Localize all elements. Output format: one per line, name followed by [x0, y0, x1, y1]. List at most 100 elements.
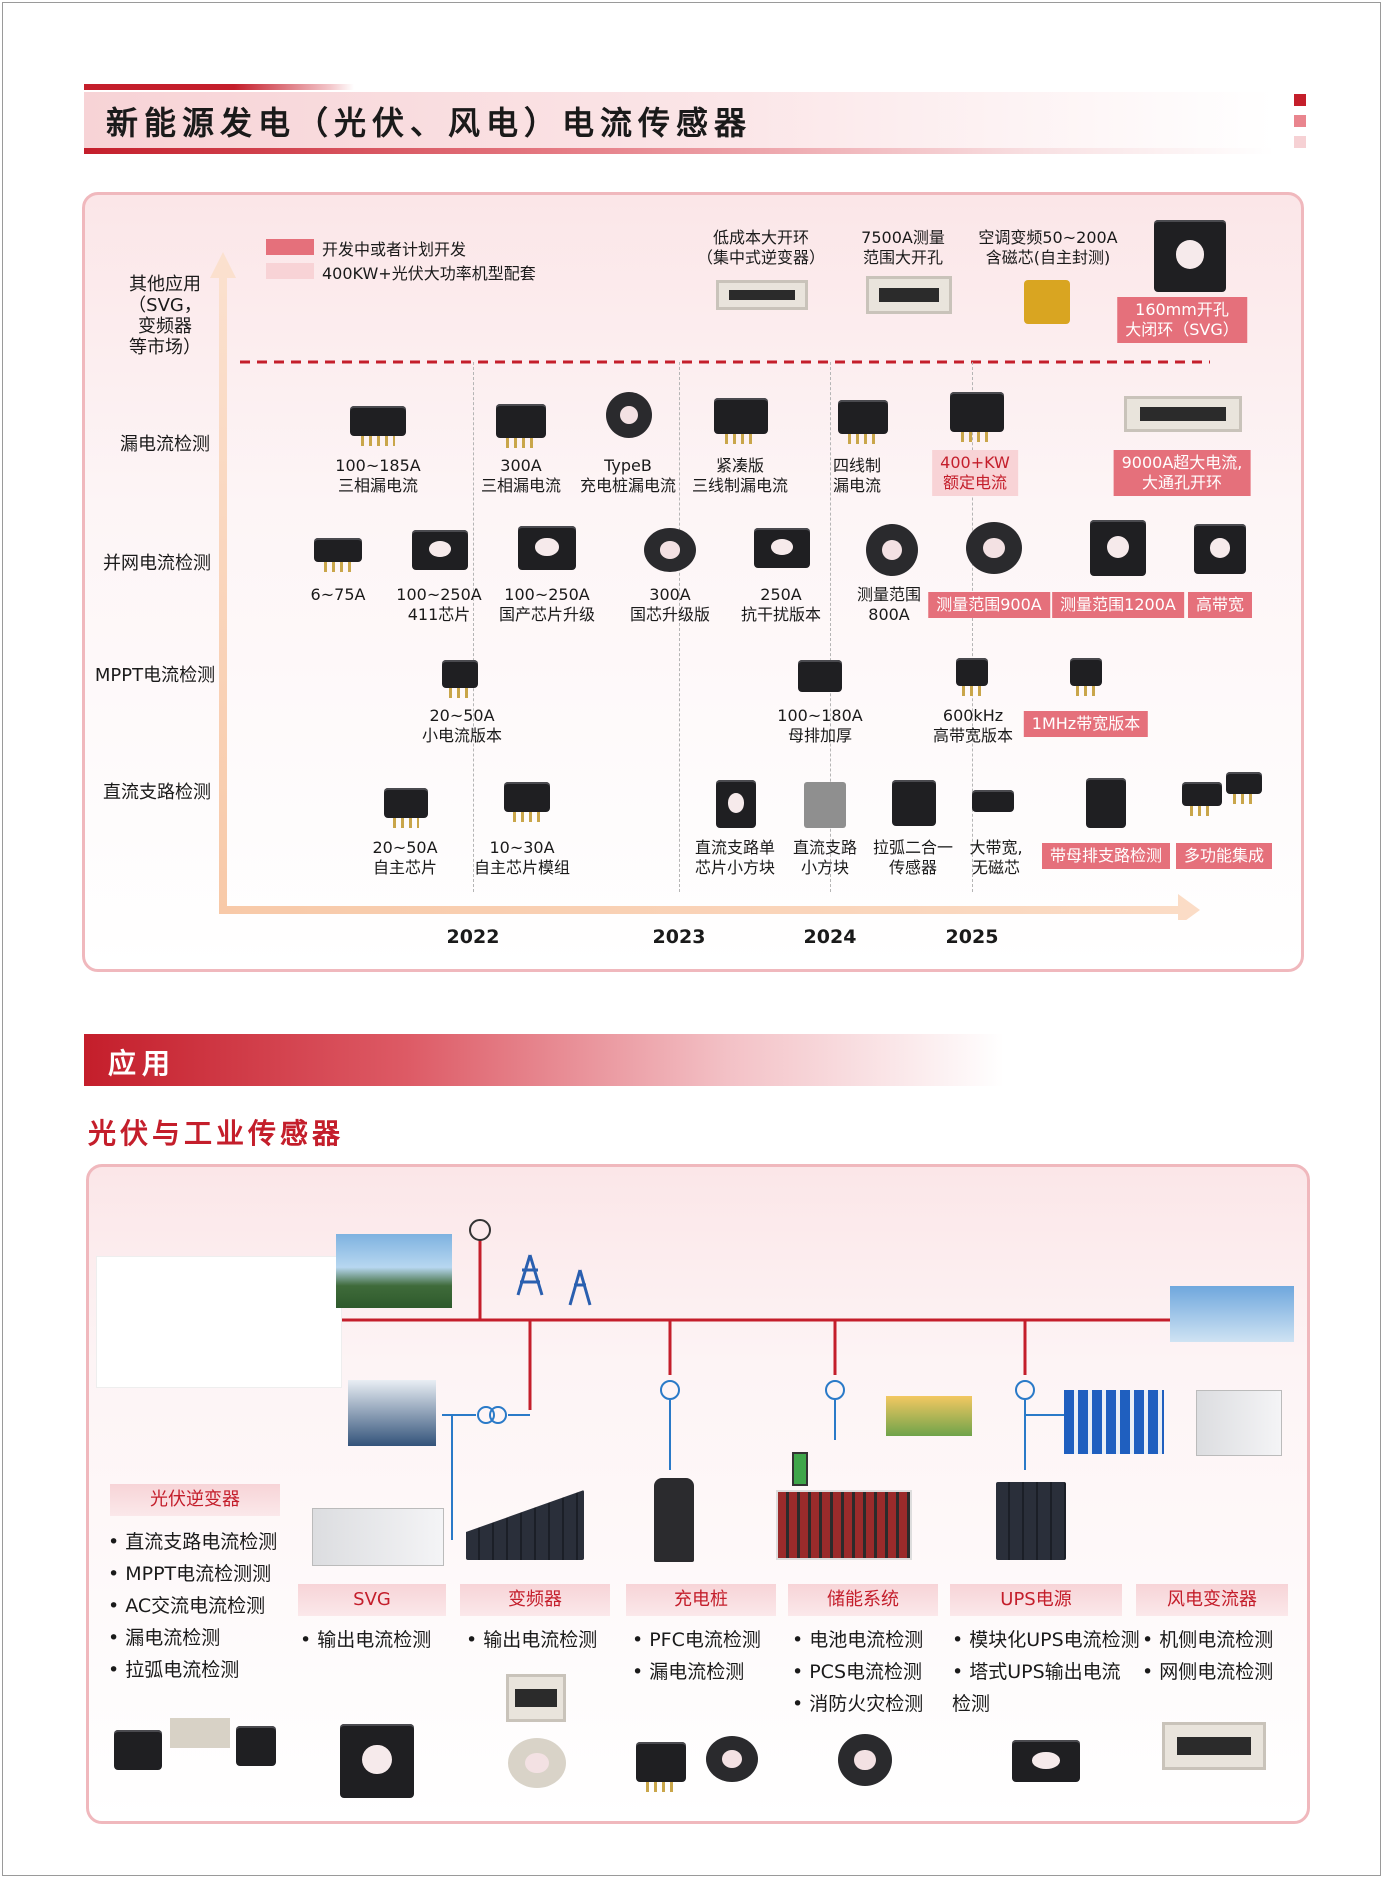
product-image — [950, 392, 1004, 442]
item-label: 直流支路小方块 — [792, 838, 858, 877]
product-image — [114, 1730, 162, 1770]
feeder-line — [442, 1400, 1065, 1540]
list-item: 直流支路电流检测 — [108, 1526, 277, 1558]
inverter-drive-list: 输出电流检测 — [466, 1624, 597, 1656]
svg-list: 输出电流检测 — [300, 1624, 431, 1656]
list-item: 塔式UPS输出电流 — [952, 1656, 1140, 1688]
product-image — [966, 522, 1022, 574]
product-image — [866, 524, 918, 576]
dev-tag: 9000A超大电流,大通孔开环 — [1113, 450, 1251, 496]
product-image — [1226, 772, 1262, 804]
product-image — [518, 526, 576, 570]
transformer-icon — [477, 1406, 495, 1424]
list-item: 输出电流检测 — [466, 1624, 597, 1656]
transformer-icon — [825, 1380, 845, 1400]
transmission-tower-icon — [568, 1269, 592, 1306]
product-image — [340, 1724, 414, 1798]
product-image — [956, 658, 988, 696]
product-image — [644, 528, 696, 572]
transformer-icon — [489, 1406, 507, 1424]
product-image — [1012, 1740, 1080, 1782]
year-divider — [679, 362, 680, 892]
factory-image — [348, 1380, 436, 1446]
list-item: AC交流电流检测 — [108, 1590, 277, 1622]
wind-converter-list: 机侧电流检测 网侧电流检测 — [1142, 1624, 1273, 1688]
roadmap-axes — [210, 252, 1210, 920]
dev-tag: 1MHz带宽版本 — [1023, 711, 1149, 737]
list-item: 消防火灾检测 — [792, 1688, 923, 1720]
product-image — [1124, 396, 1242, 432]
power-diagram — [330, 1219, 1170, 1540]
subsection-title: 光伏与工业传感器 — [88, 1117, 345, 1150]
product-image — [804, 782, 846, 828]
list-item: 拉弧电流检测 — [108, 1654, 277, 1686]
product-image — [1070, 658, 1102, 696]
energy-storage-image — [776, 1490, 912, 1560]
building-image — [886, 1396, 972, 1436]
list-item: PFC电流检测 — [632, 1624, 761, 1656]
year-2023: 2023 — [652, 926, 706, 948]
list-item: 电池电流检测 — [792, 1624, 923, 1656]
deco-square-dark — [1294, 94, 1306, 106]
deco-square-light — [1294, 136, 1306, 148]
dev-tag: 测量范围900A — [928, 592, 1050, 618]
dev-tag: 高带宽 — [1187, 592, 1253, 618]
category-charging-pile: 充电桩 — [626, 1584, 776, 1616]
product-image — [754, 528, 810, 568]
section-header-bar — [84, 1034, 1004, 1086]
row-label-leakage: 漏电流检测 — [120, 434, 210, 455]
product-image — [504, 782, 550, 822]
product-image — [314, 538, 362, 572]
product-image — [350, 406, 406, 446]
product-image — [1086, 778, 1126, 828]
list-item: 模块化UPS电流检测 — [952, 1624, 1139, 1656]
product-image — [972, 790, 1014, 812]
category-wind-converter: 风电变流器 — [1136, 1584, 1288, 1616]
dev-tag: 带母排支路检测 — [1041, 843, 1171, 869]
list-item: 漏电流检测 — [108, 1622, 277, 1654]
charging-pile-image — [654, 1478, 694, 1562]
product-image — [236, 1726, 276, 1766]
row-label-dc: 直流支路检测 — [103, 782, 211, 803]
category-pv-inverter: 光伏逆变器 — [110, 1484, 280, 1516]
category-ups: UPS电源 — [950, 1584, 1122, 1616]
item-label: 7500A测量范围大开孔 — [861, 228, 945, 267]
category-svg: SVG — [298, 1584, 446, 1616]
product-image — [716, 780, 756, 828]
year-divider — [830, 362, 831, 892]
product-image — [838, 1734, 892, 1786]
legend-swatch-dev — [266, 239, 314, 255]
wind-farm-image — [1170, 1286, 1294, 1342]
ups-list: 模块化UPS电流检测 塔式UPS输出电流 检测 — [952, 1624, 1140, 1720]
item-label: 大带宽,无磁芯 — [969, 838, 1023, 877]
header-accent-line — [84, 84, 234, 90]
list-item-continuation: 检测 — [952, 1693, 991, 1715]
datacenter-image — [1064, 1390, 1164, 1454]
dev-tag: 测量范围1200A — [1052, 592, 1184, 618]
row-label-mppt: MPPT电流检测 — [94, 665, 216, 686]
list-item: 网侧电流检测 — [1142, 1656, 1273, 1688]
row-label-grid: 并网电流检测 — [103, 553, 211, 574]
product-image — [1024, 280, 1070, 324]
list-item: 漏电流检测 — [632, 1656, 761, 1688]
list-item: 机侧电流检测 — [1142, 1624, 1273, 1656]
section-header-bar — [84, 92, 1274, 152]
x-axis-arrow — [219, 894, 1200, 920]
product-image — [716, 280, 808, 310]
item-label: 直流支路单芯片小方块 — [694, 838, 776, 877]
product-image — [866, 276, 952, 314]
category-inverter-drive: 变频器 — [460, 1584, 610, 1616]
header-accent-fade — [234, 84, 354, 90]
product-image — [636, 1742, 686, 1792]
